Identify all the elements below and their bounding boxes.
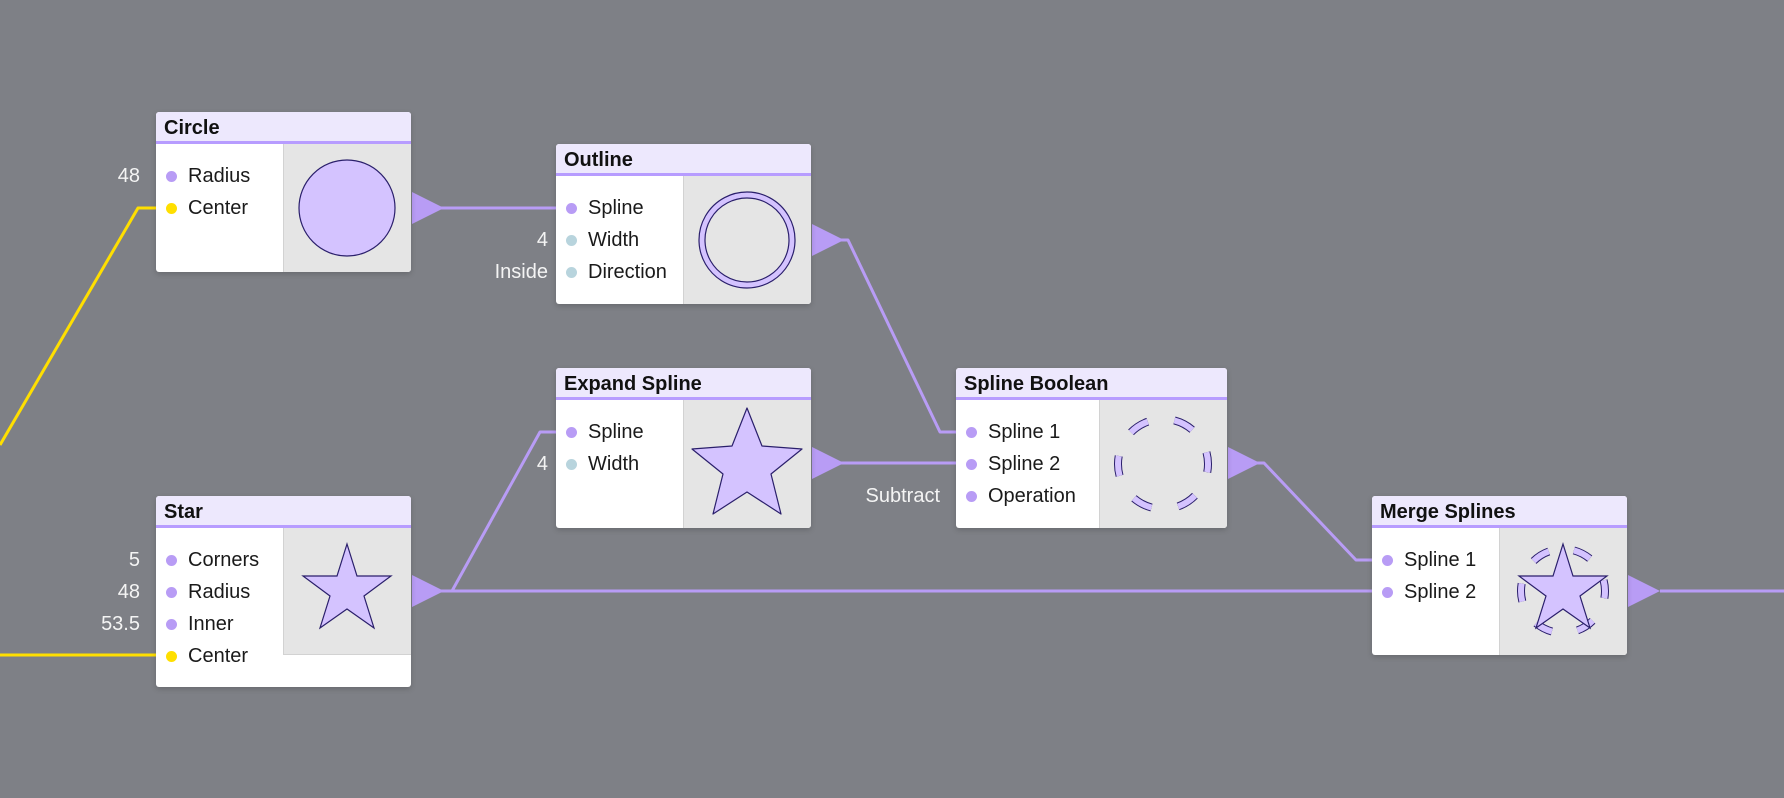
outline-port-direction[interactable]: Direction: [556, 256, 684, 288]
outline-preview: [683, 176, 811, 304]
port-label: Operation: [988, 485, 1076, 507]
star-port-inner[interactable]: Inner: [156, 608, 284, 640]
port-label: Spline 2: [1404, 581, 1477, 603]
ring-preview-icon: [698, 191, 796, 289]
corners-port-dot[interactable]: [166, 555, 177, 566]
merge-splines-node[interactable]: Merge Splines Spline 1 Spline 2: [1372, 496, 1627, 655]
star-port-center[interactable]: Center: [156, 640, 284, 672]
spline-boolean-node-title: Spline Boolean: [956, 368, 1227, 400]
inner-port-dot[interactable]: [166, 619, 177, 630]
star-in-ring-preview-icon: [1517, 541, 1609, 637]
dashed-ring-preview-icon: [1114, 415, 1212, 513]
star-port-corners[interactable]: Corners: [156, 544, 284, 576]
radius-port-dot[interactable]: [166, 587, 177, 598]
port-label: Inner: [188, 613, 234, 635]
outline-direction-value[interactable]: Inside: [494, 261, 548, 283]
star-corners-value[interactable]: 5: [128, 549, 140, 571]
width-port-dot[interactable]: [566, 235, 577, 246]
circle-port-center[interactable]: Center: [156, 192, 284, 224]
port-label: Center: [188, 645, 249, 667]
port-label: Spline: [588, 197, 644, 219]
outline-output-arrow-icon[interactable]: [812, 224, 844, 256]
port-label: Direction: [588, 261, 667, 283]
expand-port-spline[interactable]: Spline: [556, 416, 684, 448]
circle-output-arrow-icon[interactable]: [412, 192, 444, 224]
outline-node-title: Outline: [556, 144, 811, 176]
circle-radius-value[interactable]: 48: [117, 165, 140, 187]
circle-preview: [283, 144, 411, 272]
star-preview: [283, 528, 411, 655]
expand-spline-preview: [683, 400, 811, 528]
boolean-output-arrow-icon[interactable]: [1228, 447, 1260, 479]
outline-port-width[interactable]: Width: [556, 224, 684, 256]
width-port-dot[interactable]: [566, 459, 577, 470]
boolean-port-operation[interactable]: Operation: [956, 480, 1100, 512]
circle-preview-icon: [298, 159, 396, 257]
port-label: Width: [588, 453, 640, 475]
circle-node-title: Circle: [156, 112, 411, 144]
rounded-star-preview-icon: [691, 407, 803, 515]
spline-port-dot[interactable]: [966, 427, 977, 438]
circle-port-radius[interactable]: Radius: [156, 160, 284, 192]
circle-node[interactable]: Circle Radius Center: [156, 112, 411, 272]
port-label: Center: [188, 197, 249, 219]
operation-port-dot[interactable]: [966, 491, 977, 502]
spline-port-dot[interactable]: [566, 203, 577, 214]
spline-port-dot[interactable]: [1382, 587, 1393, 598]
boolean-operation-value[interactable]: Subtract: [865, 485, 940, 507]
wire-boolean-to-merge[interactable]: [1252, 461, 1388, 562]
direction-port-dot[interactable]: [566, 267, 577, 278]
star-port-radius[interactable]: Radius: [156, 576, 284, 608]
star-output-arrow-icon[interactable]: [412, 575, 444, 607]
outline-node[interactable]: Outline Spline Width Direction: [556, 144, 811, 304]
port-label: Corners: [188, 549, 260, 571]
port-label: Radius: [188, 165, 251, 187]
merge-splines-node-title: Merge Splines: [1372, 496, 1627, 528]
merge-output-arrow-icon[interactable]: [1628, 575, 1660, 607]
expand-output-arrow-icon[interactable]: [812, 447, 844, 479]
center-port-dot[interactable]: [166, 651, 177, 662]
expand-width-value[interactable]: 4: [536, 453, 548, 475]
merge-port-spline-1[interactable]: Spline 1: [1372, 544, 1500, 576]
spline-boolean-preview: [1099, 400, 1227, 528]
star-inner-value[interactable]: 53.5: [101, 613, 140, 635]
expand-port-width[interactable]: Width: [556, 448, 684, 480]
wire-center-to-circle[interactable]: [0, 206, 172, 446]
port-label: Spline 1: [988, 421, 1061, 443]
port-label: Spline 2: [988, 453, 1061, 475]
radius-port-dot[interactable]: [166, 171, 177, 182]
expand-spline-node[interactable]: Expand Spline Spline Width: [556, 368, 811, 528]
spline-port-dot[interactable]: [1382, 555, 1393, 566]
outline-port-spline[interactable]: Spline: [556, 192, 684, 224]
port-label: Radius: [188, 581, 251, 603]
spline-port-dot[interactable]: [566, 427, 577, 438]
wire-outline-to-boolean[interactable]: [836, 238, 972, 434]
outline-width-value[interactable]: 4: [536, 229, 548, 251]
center-port-dot[interactable]: [166, 203, 177, 214]
star-preview-icon: [301, 541, 393, 630]
star-radius-value[interactable]: 48: [117, 581, 140, 603]
port-label: Width: [588, 229, 640, 251]
port-label: Spline: [588, 421, 644, 443]
spline-port-dot[interactable]: [966, 459, 977, 470]
star-node[interactable]: Star Corners Radius Inner Center: [156, 496, 411, 687]
merge-splines-preview: [1499, 528, 1627, 655]
boolean-port-spline-2[interactable]: Spline 2: [956, 448, 1100, 480]
star-node-title: Star: [156, 496, 411, 528]
expand-spline-node-title: Expand Spline: [556, 368, 811, 400]
merge-port-spline-2[interactable]: Spline 2: [1372, 576, 1500, 608]
boolean-port-spline-1[interactable]: Spline 1: [956, 416, 1100, 448]
spline-boolean-node[interactable]: Spline Boolean Spline 1 Spline 2 Operati…: [956, 368, 1227, 528]
port-label: Spline 1: [1404, 549, 1477, 571]
